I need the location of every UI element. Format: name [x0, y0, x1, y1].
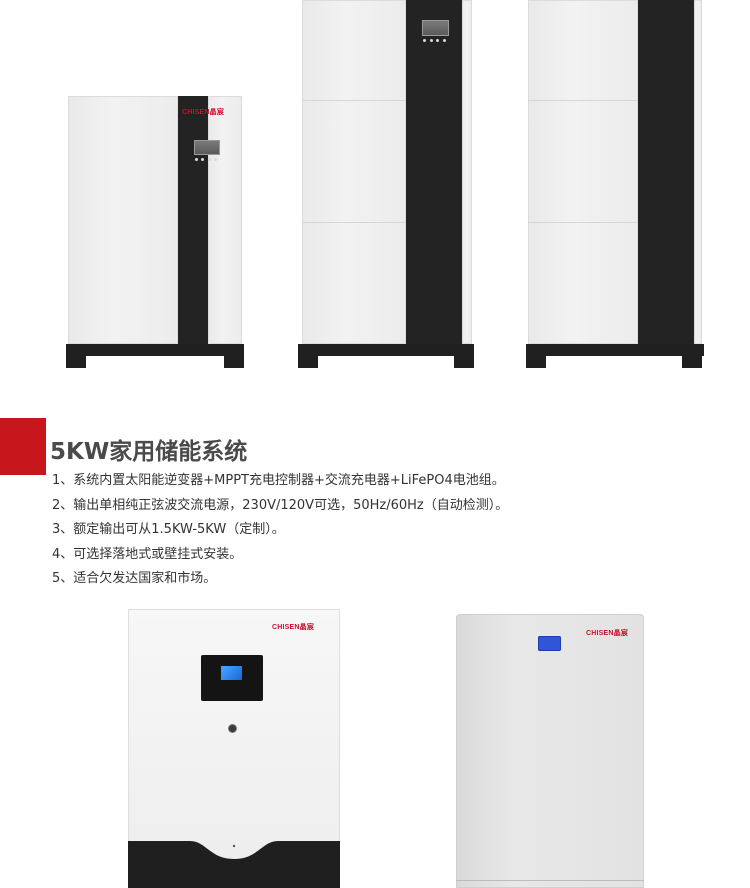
- cabinet-base: [298, 344, 474, 356]
- cabinet-foot-right: [682, 354, 702, 368]
- panel-seam: [528, 222, 638, 223]
- cabinet-left-panel: [68, 96, 178, 344]
- panel-seam: [456, 880, 644, 881]
- brand-logo: CHISEN晶宸: [272, 624, 315, 631]
- cabinet-center-strip: [638, 0, 694, 344]
- feature-item: 4、可选择落地式或壁挂式安装。: [52, 546, 243, 562]
- control-buttons: [195, 158, 217, 161]
- control-button: [442, 39, 446, 42]
- control-button: [201, 158, 205, 161]
- panel-seam: [302, 100, 406, 101]
- product-image-floor-cabinet-tall: [298, 0, 474, 368]
- lcd-display: [194, 140, 220, 155]
- feature-list: 1、系统内置太阳能逆变器+MPPT充电控制器+交流充电器+LiFePO4电池组。…: [52, 469, 508, 592]
- product-image-wall-mount-battery: CHISEN晶宸: [456, 614, 644, 888]
- cabinet-right-panel: [208, 96, 242, 344]
- cabinet-right-panel: [462, 0, 472, 344]
- control-button: [207, 158, 211, 161]
- panel-seam: [302, 222, 406, 223]
- cabinet-foot-left: [298, 354, 318, 368]
- lcd-screen: [221, 666, 242, 680]
- product-image-floor-cabinet-small: CHISEN晶宸: [66, 96, 244, 368]
- cabinet-left-panel: [302, 0, 406, 344]
- cabinet-center-strip: [178, 96, 208, 344]
- feature-item: 3、额定输出可从1.5KW-5KW（定制）。: [52, 522, 285, 537]
- power-knob: [228, 724, 237, 733]
- cabinet-left-panel: [528, 0, 638, 344]
- cabinet-base: [526, 344, 704, 356]
- cabinet-base: [66, 344, 244, 356]
- section-title: 5KW家用储能系统: [50, 439, 248, 465]
- brand-logo: CHISEN晶宸: [586, 630, 629, 637]
- control-button: [436, 39, 440, 42]
- feature-item: 1、系统内置太阳能逆变器+MPPT充电控制器+交流充电器+LiFePO4电池组。: [52, 473, 505, 488]
- cabinet-foot-right: [454, 354, 474, 368]
- control-button: [423, 39, 426, 42]
- cabinet-foot-left: [526, 354, 546, 368]
- lcd-display: [422, 20, 449, 36]
- cabinet-right-panel: [694, 0, 702, 344]
- brand-logo: CHISEN晶宸: [182, 109, 225, 116]
- feature-item: 5、适合欠发达国家和市场。: [52, 571, 217, 586]
- unit-bottom-cover: [128, 841, 340, 888]
- feature-item: 2、输出单相纯正弦波交流电源，230V/120V可选，50Hz/60Hz（自动检…: [52, 497, 509, 513]
- control-buttons: [423, 39, 446, 42]
- status-display: [538, 636, 561, 651]
- product-image-floor-cabinet-tall-2: [524, 0, 704, 368]
- product-image-wall-mount-lcd: CHISEN晶宸: [128, 609, 340, 888]
- unit-body: [456, 614, 644, 888]
- control-button: [195, 158, 198, 161]
- control-button: [429, 39, 433, 42]
- cabinet-center-strip: [406, 0, 462, 344]
- cabinet-foot-right: [224, 354, 244, 368]
- control-button: [213, 158, 217, 161]
- cabinet-foot-left: [66, 354, 86, 368]
- section-accent-block: [0, 418, 46, 475]
- panel-seam: [528, 100, 638, 101]
